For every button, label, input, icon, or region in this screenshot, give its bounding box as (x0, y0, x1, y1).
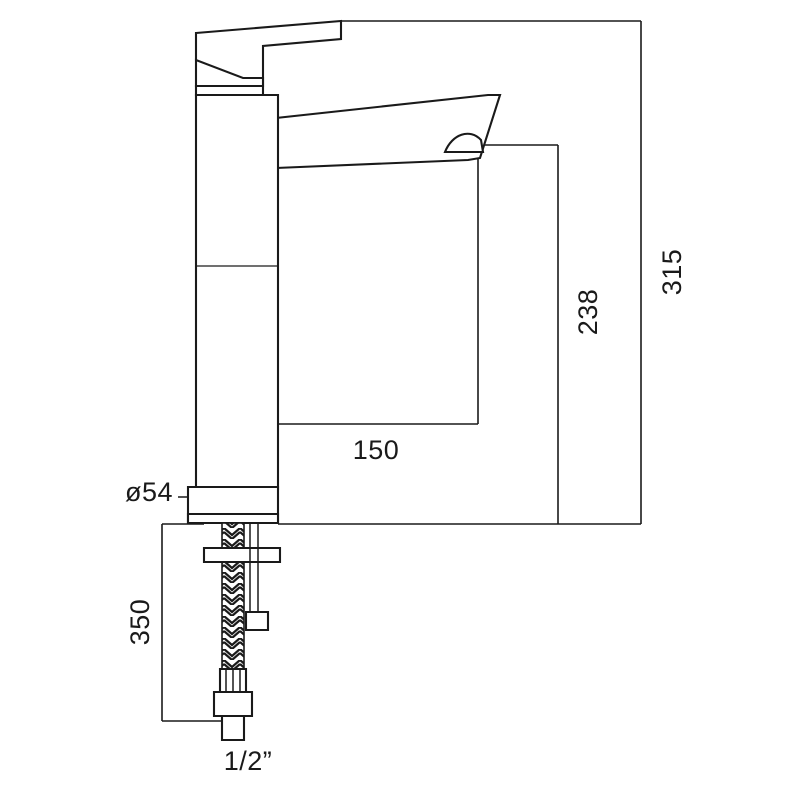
braided-hose-upper (221, 522, 245, 670)
mounting-washer (202, 546, 282, 564)
fixing-nut (244, 610, 270, 632)
dimension-label-150: 150 (353, 435, 400, 465)
dimension-labels-group: 315 238 150 ø54 350 1/2” (125, 249, 687, 776)
hex-nut (212, 690, 254, 718)
male-thread-tail (220, 714, 246, 742)
spout-tube (256, 93, 502, 170)
dimension-label-base-diameter: ø54 (125, 477, 173, 507)
dimension-label-238: 238 (573, 289, 603, 336)
dimension-238-lines (478, 144, 559, 524)
aerator-bump (443, 132, 485, 154)
tap-geometry-group (186, 19, 502, 525)
handle-pivot-arc (194, 58, 265, 88)
base-plinth (186, 512, 280, 525)
cartridge-collar (194, 84, 265, 97)
tap-body-column (194, 93, 280, 491)
dimension-label-350: 350 (125, 599, 155, 646)
dimension-label-315: 315 (657, 249, 687, 296)
dimension-315-lines (278, 20, 642, 525)
supply-hose-assembly (202, 522, 282, 742)
dimension-label-thread-size: 1/2” (224, 746, 273, 776)
